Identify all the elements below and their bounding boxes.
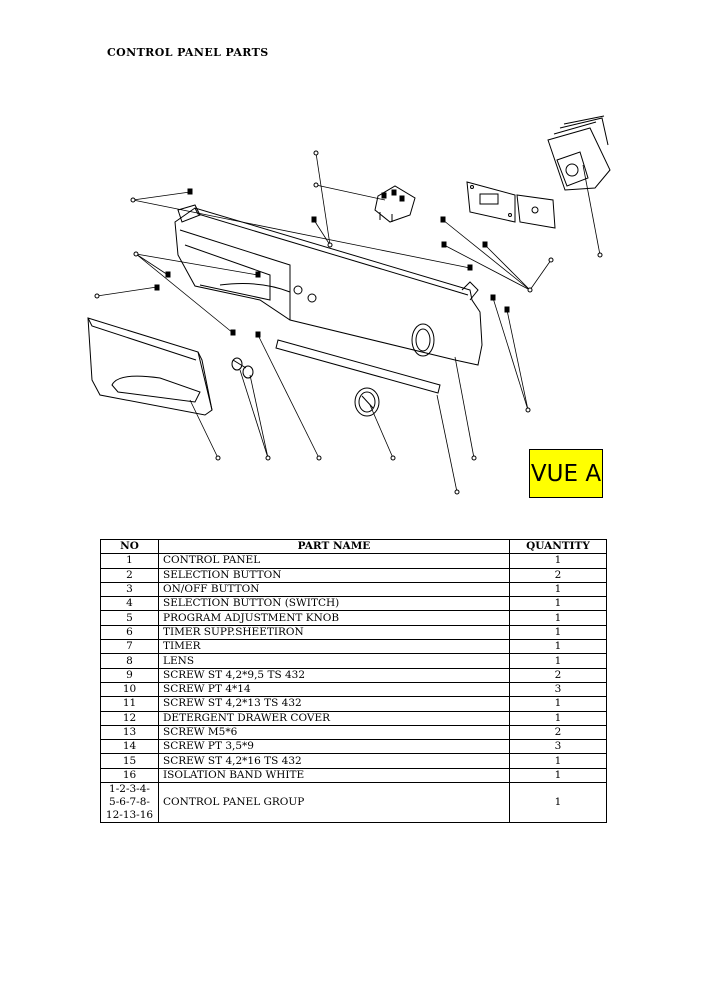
- cell-no-line: 5-6-7-8-: [109, 796, 150, 809]
- cell-part-name: ON/OFF BUTTON: [158, 581, 510, 598]
- cell-part-name: SCREW PT 3,5*9: [158, 739, 510, 755]
- cell-quantity: 3: [509, 739, 607, 755]
- view-a-label: VUE A: [529, 449, 603, 498]
- cell-no: 7: [100, 639, 159, 655]
- cell-quantity: 1: [509, 553, 607, 569]
- cell-part-name: PROGRAM ADJUSTMENT KNOB: [158, 610, 510, 626]
- cell-no: 4: [100, 596, 159, 612]
- cell-quantity: 1: [509, 696, 607, 712]
- cell-part-name: DETERGENT DRAWER COVER: [158, 710, 510, 726]
- cell-no: 8: [100, 653, 159, 669]
- cell-no: 9: [100, 667, 159, 683]
- cell-quantity: 1: [509, 610, 607, 626]
- cell-part-name: SCREW ST 4,2*16 TS 432: [158, 753, 510, 769]
- cell-no: 12: [100, 710, 159, 726]
- header-part-name: PART NAME: [158, 538, 510, 555]
- cell-no: 2: [100, 567, 159, 583]
- cell-quantity: 1: [509, 767, 607, 784]
- selection-buttons-part: [231, 357, 254, 379]
- cell-no: 5: [100, 610, 159, 626]
- cell-no: 16: [100, 767, 159, 784]
- cell-quantity: 1: [509, 596, 607, 612]
- cell-part-name: TIMER: [158, 639, 510, 655]
- program-knob-part: [354, 387, 380, 417]
- callout-markers: [94, 150, 603, 495]
- cell-quantity: 1: [509, 782, 607, 824]
- screws: [154, 188, 510, 338]
- cell-no: 11: [100, 696, 159, 712]
- cell-part-name: SCREW ST 4,2*13 TS 432: [158, 696, 510, 712]
- exploded-parts-diagram: [87, 115, 611, 495]
- cell-quantity: 1: [509, 753, 607, 769]
- cell-no: 14: [100, 739, 159, 755]
- timer-support-sheet-part: [466, 181, 556, 229]
- cell-part-name: LENS: [158, 653, 510, 669]
- cell-part-name: CONTROL PANEL GROUP: [158, 782, 510, 824]
- cell-quantity: 2: [509, 567, 607, 583]
- cell-part-name: SCREW PT 4*14: [158, 681, 510, 698]
- switch-part: [374, 185, 416, 223]
- page-title: CONTROL PANEL PARTS: [107, 46, 269, 59]
- cell-no: 1-2-3-4-5-6-7-8-12-13-16: [100, 782, 159, 824]
- detergent-drawer-cover-part: [87, 317, 213, 416]
- cell-quantity: 1: [509, 581, 607, 598]
- cell-no-line: 12-13-16: [105, 809, 154, 822]
- cell-quantity: 1: [509, 653, 607, 669]
- leader-lines: [96, 152, 601, 493]
- cell-no: 3: [100, 581, 159, 598]
- header-no: NO: [100, 538, 159, 555]
- cell-part-name: ISOLATION BAND WHITE: [158, 767, 510, 784]
- cell-quantity: 3: [509, 681, 607, 698]
- cell-part-name: SCREW M5*6: [158, 724, 510, 741]
- cell-part-name: SELECTION BUTTON (SWITCH): [158, 596, 510, 612]
- cell-part-name: SELECTION BUTTON: [158, 567, 510, 583]
- cell-quantity: 1: [509, 639, 607, 655]
- cell-part-name: CONTROL PANEL: [158, 553, 510, 569]
- table-header-row: NO PART NAME QUANTITY: [100, 538, 607, 555]
- cell-quantity: 1: [509, 624, 607, 641]
- cell-quantity: 1: [509, 710, 607, 726]
- cell-no: 10: [100, 681, 159, 698]
- cell-part-name: SCREW ST 4,2*9,5 TS 432: [158, 667, 510, 683]
- cell-no-line: 1-2-3-4-: [109, 783, 150, 796]
- cell-quantity: 2: [509, 667, 607, 683]
- cell-no: 1: [100, 553, 159, 569]
- cell-part-name: TIMER SUPP.SHEETIRON: [158, 624, 510, 641]
- timer-part: [547, 115, 611, 191]
- isolation-band-part: [275, 339, 441, 394]
- control-panel-part: [174, 204, 483, 366]
- cell-no: 15: [100, 753, 159, 769]
- cell-no: 13: [100, 724, 159, 741]
- cell-no: 6: [100, 624, 159, 641]
- header-quantity: QUANTITY: [509, 538, 607, 555]
- cell-quantity: 2: [509, 724, 607, 741]
